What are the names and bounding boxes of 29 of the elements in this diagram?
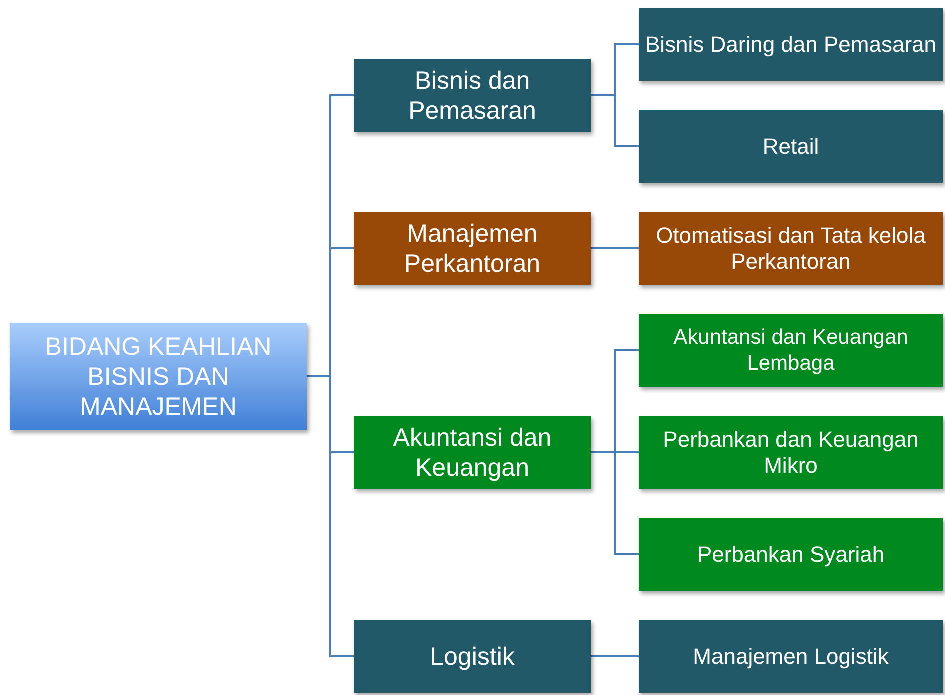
category-box: [639, 416, 943, 489]
box-label: BIDANG KEAHLIAN BISNIS DAN MANAJEMEN: [44, 332, 273, 422]
box-label: Logistik: [430, 642, 515, 672]
box-label: Perbankan Syariah: [697, 542, 885, 568]
connector-line: [307, 376, 354, 658]
category-box: [354, 620, 591, 693]
category-box: [639, 518, 943, 591]
box-label: Retail: [762, 134, 820, 160]
box-label: Perbankan dan Keuangan Mikro: [662, 426, 920, 478]
box-label: Otomatisasi dan Tata kelola Perkantoran: [655, 222, 927, 274]
box-label: Bisnis dan Pemasaran: [408, 66, 538, 126]
connector-line: [591, 452, 639, 556]
category-box: [354, 416, 591, 489]
category-box: [639, 110, 943, 183]
box-label: Bisnis Daring dan Pemasaran: [645, 32, 937, 58]
box-label: Manajemen Perkantoran: [403, 218, 542, 278]
box-label: Akuntansi dan Keuangan Lembaga: [672, 324, 910, 376]
root-box: [10, 323, 307, 430]
connector-line: [591, 94, 639, 148]
box-label: Akuntansi dan Keuangan: [392, 422, 553, 482]
category-box: [354, 212, 591, 285]
category-box: [639, 620, 943, 693]
category-box: [639, 212, 943, 285]
category-box: [639, 314, 943, 387]
connector-line: [591, 656, 639, 658]
category-box: [354, 59, 591, 132]
connector-line: [591, 248, 639, 250]
box-label: Manajemen Logistik: [693, 644, 889, 670]
category-box: [639, 8, 943, 81]
